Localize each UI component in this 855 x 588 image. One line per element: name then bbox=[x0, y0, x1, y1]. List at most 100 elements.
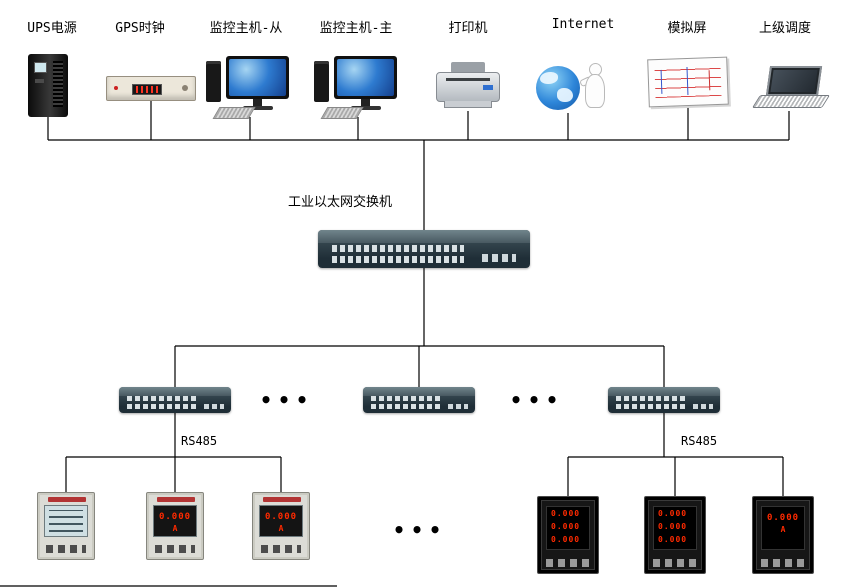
ellipsis-meters: ••• bbox=[392, 518, 448, 542]
switch-port-row bbox=[616, 396, 686, 401]
printer-slot bbox=[446, 78, 490, 81]
sub-switch-icon-2 bbox=[363, 387, 475, 413]
pc-stand bbox=[361, 99, 370, 106]
meter-display: 0.000 A bbox=[153, 505, 197, 537]
gps-knob bbox=[182, 85, 188, 91]
meter-buttons bbox=[155, 545, 195, 553]
meter-row: 0.000 bbox=[658, 509, 688, 518]
pc-screen bbox=[229, 59, 286, 96]
switch-uplink-ports bbox=[448, 404, 468, 409]
printer-tray bbox=[444, 101, 492, 108]
meter-display: 0.000 A bbox=[761, 506, 805, 550]
ethernet-switch-label: 工业以太网交换机 bbox=[288, 195, 393, 210]
ups-button bbox=[35, 79, 44, 83]
rs485-label-right: RS485 bbox=[681, 434, 718, 448]
meter-value: 0.000 bbox=[766, 513, 800, 523]
meter-buttons bbox=[761, 559, 805, 567]
mimic-panel-icon bbox=[647, 56, 729, 108]
gps-led bbox=[114, 86, 118, 90]
label-mimic-panel: 模拟屏 bbox=[667, 21, 707, 36]
pc-tower bbox=[206, 61, 221, 102]
power-meter-multirow: 0.000 0.000 0.000 bbox=[537, 496, 599, 574]
ups-device-icon bbox=[28, 54, 68, 117]
laptop-screen bbox=[765, 66, 823, 96]
panel-board bbox=[647, 56, 729, 108]
printer-panel bbox=[483, 85, 493, 90]
switch-port-row bbox=[371, 396, 441, 401]
pc-monitor bbox=[226, 56, 289, 99]
power-meter-digital: 0.000 A bbox=[252, 492, 310, 560]
monitor-host-master-icon bbox=[314, 56, 402, 119]
label-host-slave: 监控主机-从 bbox=[209, 21, 283, 36]
pc-base bbox=[243, 106, 273, 110]
meter-buttons bbox=[261, 545, 301, 553]
meter-unit: A bbox=[780, 525, 786, 534]
globe-landmass bbox=[557, 88, 573, 102]
meter-display: 0.000 0.000 0.000 bbox=[653, 506, 697, 550]
meter-brand-strip bbox=[263, 497, 301, 502]
meter-brand-strip bbox=[48, 497, 86, 502]
pc-tower bbox=[314, 61, 329, 102]
pc-monitor bbox=[334, 56, 397, 99]
meter-unit: A bbox=[172, 524, 178, 533]
main-ethernet-switch-icon bbox=[318, 230, 530, 268]
meter-buttons bbox=[653, 559, 697, 567]
meter-value: 0.000 bbox=[158, 512, 192, 522]
meter-row: 0.000 bbox=[658, 522, 688, 531]
switch-top-face bbox=[119, 387, 231, 396]
switch-uplink-ports bbox=[693, 404, 713, 409]
label-printer: 打印机 bbox=[448, 21, 488, 36]
laptop-icon bbox=[748, 66, 831, 112]
switch-uplink-ports bbox=[204, 404, 224, 409]
ellipsis-switches-left: ••• bbox=[259, 388, 315, 412]
power-meter-multirow: 0.000 0.000 0.000 bbox=[644, 496, 706, 574]
switch-port-row bbox=[332, 245, 464, 252]
meter-row: 0.000 bbox=[551, 509, 581, 518]
monitor-host-slave-icon bbox=[206, 56, 294, 119]
pc-screen bbox=[337, 59, 394, 96]
ups-vents bbox=[53, 61, 63, 107]
sub-switch-icon-1 bbox=[119, 387, 231, 413]
meter-row: 0.000 bbox=[551, 522, 581, 531]
power-meter-digital: 0.000 A bbox=[146, 492, 204, 560]
meter-brand-strip bbox=[157, 497, 195, 502]
switch-top-face bbox=[318, 230, 530, 243]
ellipsis-switches-right: ••• bbox=[509, 388, 565, 412]
pc-keyboard bbox=[320, 107, 364, 119]
meter-display: 0.000 0.000 0.000 bbox=[546, 506, 590, 550]
laptop-screen-inner bbox=[770, 70, 818, 92]
switch-top-face bbox=[363, 387, 475, 396]
printer-icon bbox=[436, 62, 500, 112]
label-ups: UPS电源 bbox=[27, 21, 77, 36]
gps-clock-icon bbox=[106, 76, 196, 101]
power-meter-digital: 0.000 A bbox=[752, 496, 814, 574]
pc-keyboard bbox=[212, 107, 256, 119]
pc-base bbox=[351, 106, 381, 110]
gps-display bbox=[132, 84, 162, 95]
switch-port-row bbox=[332, 256, 464, 263]
label-host-master: 监控主机-主 bbox=[319, 21, 393, 36]
switch-port-row bbox=[127, 396, 197, 401]
meter-lcd-display bbox=[44, 505, 88, 537]
sub-switch-icon-3 bbox=[608, 387, 720, 413]
rs485-label-left: RS485 bbox=[181, 434, 218, 448]
meter-row: 0.000 bbox=[658, 535, 688, 544]
meter-buttons bbox=[546, 559, 590, 567]
figure-body bbox=[585, 74, 605, 108]
meter-value: 0.000 bbox=[264, 512, 298, 522]
globe-icon bbox=[536, 66, 580, 110]
lcd-rows bbox=[49, 510, 83, 532]
label-dispatch: 上级调度 bbox=[758, 21, 812, 36]
label-gps: GPS时钟 bbox=[115, 21, 165, 36]
switch-top-face bbox=[608, 387, 720, 396]
meter-unit: A bbox=[278, 524, 284, 533]
internet-icon bbox=[536, 62, 610, 114]
ups-display bbox=[34, 62, 47, 73]
meter-buttons bbox=[46, 545, 86, 553]
switch-uplink-ports bbox=[482, 254, 516, 262]
pc-stand bbox=[253, 99, 262, 106]
globe-landmass bbox=[540, 72, 558, 84]
printer-feed bbox=[451, 62, 485, 73]
